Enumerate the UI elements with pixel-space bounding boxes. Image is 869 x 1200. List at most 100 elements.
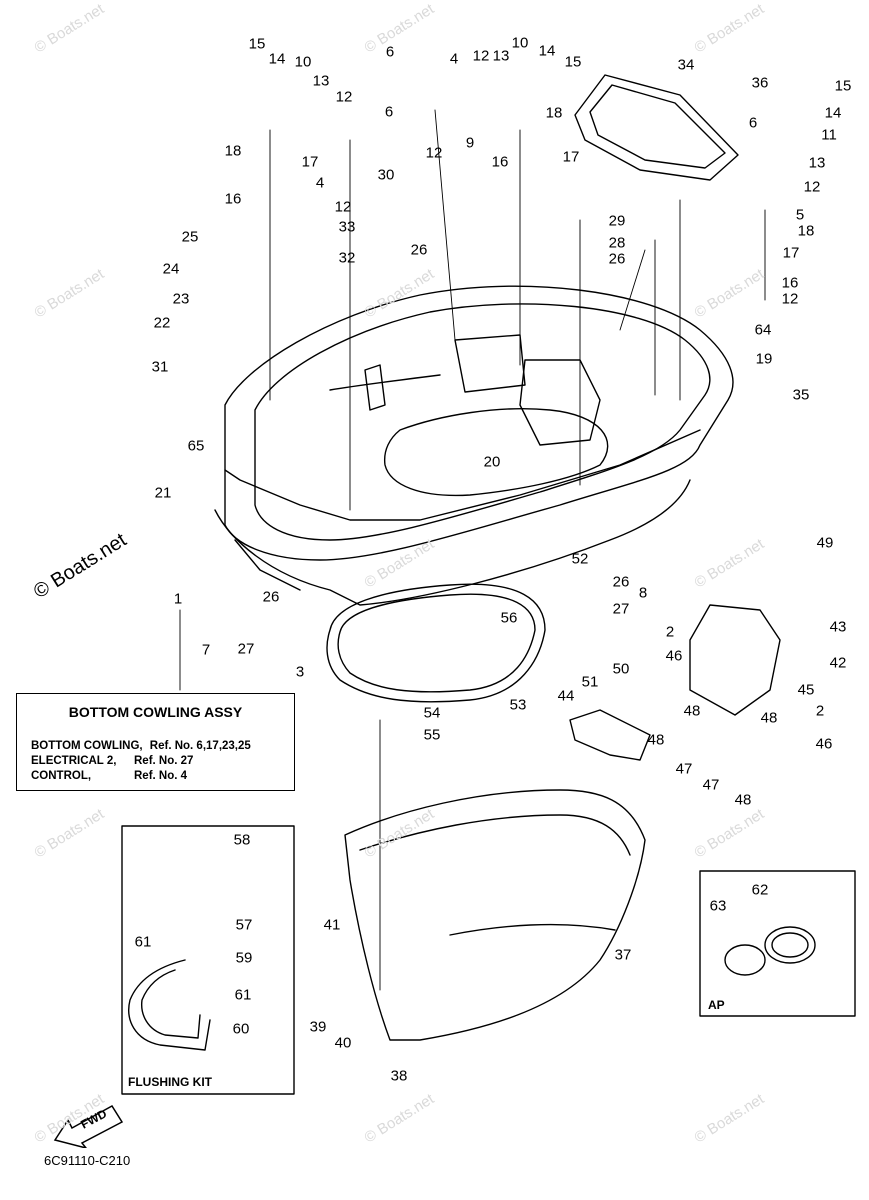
callout-30: 30 <box>377 166 395 184</box>
callout-8: 8 <box>638 584 648 602</box>
callout-43: 43 <box>829 618 847 636</box>
callout-50: 50 <box>612 660 630 678</box>
flushing-kit-inset <box>121 825 295 1095</box>
callout-10b: 10 <box>511 34 529 52</box>
callout-14c: 14 <box>824 104 842 122</box>
callout-35: 35 <box>792 386 810 404</box>
callout-48d: 48 <box>734 791 752 809</box>
callout-12: 12 <box>335 88 353 106</box>
callout-33: 33 <box>338 218 356 236</box>
callout-37: 37 <box>614 946 632 964</box>
callout-47b: 47 <box>702 776 720 794</box>
callout-12d: 12 <box>334 198 352 216</box>
apron <box>344 789 646 1041</box>
callout-49: 49 <box>816 534 834 552</box>
callout-12c: 12 <box>425 144 443 162</box>
callout-4b: 4 <box>315 174 325 192</box>
callout-44: 44 <box>557 687 575 705</box>
callout-56: 56 <box>500 609 518 627</box>
callout-17: 17 <box>301 153 319 171</box>
callout-4: 4 <box>449 50 459 68</box>
callout-2: 2 <box>665 623 675 641</box>
callout-6b: 6 <box>384 103 394 121</box>
callout-38: 38 <box>390 1067 408 1085</box>
info-box: BOTTOM COWLING ASSY BOTTOM COWLING, Ref.… <box>16 693 295 791</box>
callout-2b: 2 <box>815 702 825 720</box>
callout-57: 57 <box>235 916 253 934</box>
callout-24: 24 <box>162 260 180 278</box>
callout-12f: 12 <box>781 290 799 308</box>
callout-29: 29 <box>608 212 626 230</box>
callout-59: 59 <box>235 949 253 967</box>
info-row-control: CONTROL,Ref. No. 4 <box>31 770 187 782</box>
info-row-name: ELECTRICAL 2, <box>31 755 117 767</box>
callout-15b: 15 <box>564 53 582 71</box>
callout-26: 26 <box>410 241 428 259</box>
callout-63: 63 <box>709 897 727 915</box>
callout-12b: 12 <box>472 47 490 65</box>
info-row-electrical: ELECTRICAL 2, Ref. No. 27 <box>31 755 193 767</box>
seal-rubber <box>326 583 546 703</box>
callout-6c: 6 <box>748 114 758 132</box>
callout-54: 54 <box>423 704 441 722</box>
fwd-arrow-icon: FWD <box>50 1098 130 1153</box>
callout-12e: 12 <box>803 178 821 196</box>
callout-27: 27 <box>612 600 630 618</box>
callout-45: 45 <box>797 681 815 699</box>
callout-31: 31 <box>151 358 169 376</box>
callout-27b: 27 <box>237 640 255 658</box>
callout-36: 36 <box>751 74 769 92</box>
flushing-kit-label: FLUSHING KIT <box>128 1075 212 1089</box>
callout-5: 5 <box>795 206 805 224</box>
callout-26d: 26 <box>262 588 280 606</box>
callout-19: 19 <box>755 350 773 368</box>
callout-60: 60 <box>232 1020 250 1038</box>
callout-64: 64 <box>754 321 772 339</box>
info-row-ref: Ref. No. 4 <box>134 770 188 782</box>
info-row-ref: Ref. No. 27 <box>134 755 194 767</box>
callout-48: 48 <box>683 702 701 720</box>
callout-48b: 48 <box>760 709 778 727</box>
callout-42: 42 <box>829 654 847 672</box>
callout-22: 22 <box>153 314 171 332</box>
callout-65: 65 <box>187 437 205 455</box>
callout-13c: 13 <box>808 154 826 172</box>
callout-26c: 26 <box>612 573 630 591</box>
callout-17b: 17 <box>562 148 580 166</box>
callout-11: 11 <box>821 126 837 144</box>
callout-14b: 14 <box>538 42 556 60</box>
callout-13b: 13 <box>492 47 510 65</box>
callout-41: 41 <box>323 916 341 934</box>
callout-18b: 18 <box>545 104 563 122</box>
callout-25: 25 <box>181 228 199 246</box>
callout-58: 58 <box>233 831 251 849</box>
info-row-ref: Ref. No. 6,17,23,25 <box>149 740 251 752</box>
callout-26b: 26 <box>608 250 626 268</box>
top-cover <box>574 74 739 181</box>
callout-40: 40 <box>334 1034 352 1052</box>
callout-55: 55 <box>423 726 441 744</box>
info-box-title: BOTTOM COWLING ASSY <box>68 704 243 720</box>
callout-48c: 48 <box>647 731 665 749</box>
callout-39: 39 <box>309 1018 327 1036</box>
callout-1: 1 <box>173 590 183 608</box>
callout-15c: 15 <box>834 77 852 95</box>
callout-28: 28 <box>608 234 626 252</box>
callout-16c: 16 <box>781 274 799 292</box>
callout-61b: 61 <box>234 986 252 1004</box>
callout-52: 52 <box>571 550 589 568</box>
callout-14: 14 <box>268 50 286 68</box>
callout-51: 51 <box>581 673 599 691</box>
callout-9: 9 <box>465 134 475 152</box>
bottom-cowling-body <box>214 285 734 606</box>
part-code: 6C91110-C210 <box>44 1153 131 1168</box>
ap-inset <box>699 870 856 1017</box>
callout-61: 61 <box>134 933 152 951</box>
callout-18c: 18 <box>797 222 815 240</box>
info-row-bottom-cowling: BOTTOM COWLING, Ref. No. 6,17,23,25 <box>31 740 251 752</box>
callout-7: 7 <box>201 641 211 659</box>
callout-20: 20 <box>483 453 501 471</box>
callout-18: 18 <box>224 142 242 160</box>
callout-53: 53 <box>509 696 527 714</box>
